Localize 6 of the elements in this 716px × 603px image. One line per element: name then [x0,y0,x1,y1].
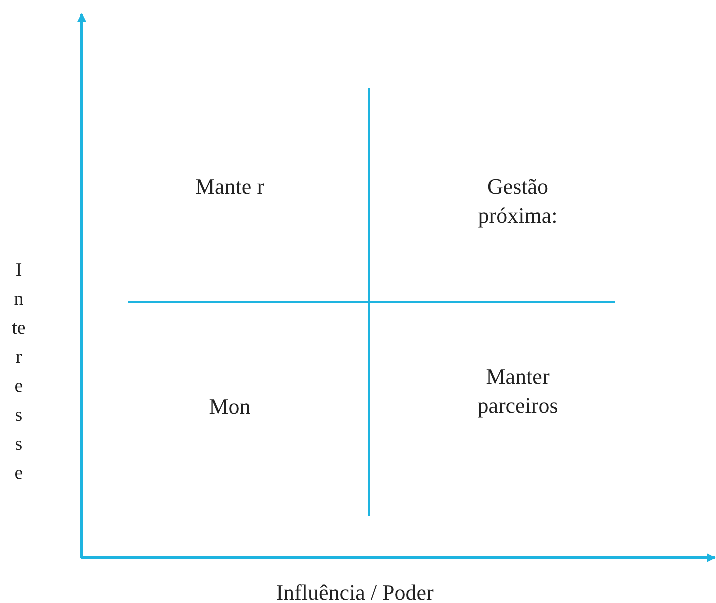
quadrant-label: Mante r [194,173,266,201]
axis-label: Interesse [12,259,26,486]
quadrant-label: Mon [208,393,252,421]
axis-label: Influência / Poder [275,579,435,603]
quadrant-label: Gestão próxima: [477,173,559,230]
quadrant-label: Manter parceiros [476,363,560,420]
